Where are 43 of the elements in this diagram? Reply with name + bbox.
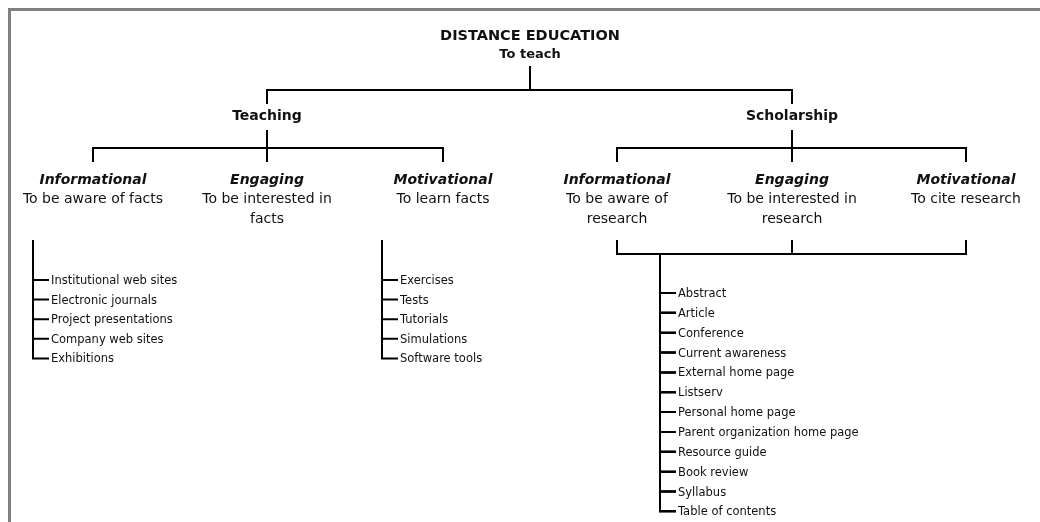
list-item: Parent organization home page <box>678 424 859 440</box>
list-item: Syllabus <box>678 484 727 500</box>
list-item: External home page <box>678 365 795 381</box>
list-item: Institutional web sites <box>51 273 178 288</box>
node-heading: DISTANCE EDUCATION <box>439 26 621 45</box>
category-heading: Motivational <box>392 170 494 189</box>
list-item: Tutorials <box>400 312 449 328</box>
node-description: To be aware of facts <box>21 189 165 209</box>
category-heading: Informational <box>38 170 148 189</box>
list-item: Resource guide <box>678 444 767 460</box>
list-item: Abstract <box>678 286 727 301</box>
connector-line <box>529 65 793 105</box>
node-heading: Scholarship <box>744 106 840 125</box>
list-item: Personal home page <box>678 405 796 421</box>
list-item: Exhibitions <box>51 351 115 367</box>
node-description: To be interested in research <box>726 189 858 229</box>
list-item: Tests <box>400 292 429 308</box>
connector-line <box>266 129 444 163</box>
node-description: To learn facts <box>395 189 491 209</box>
category-heading: Engaging <box>754 170 830 189</box>
node-heading: Teaching <box>231 106 303 125</box>
connector-line <box>791 129 967 163</box>
list-item: Company web sites <box>51 331 164 347</box>
list-item: Conference <box>678 325 744 341</box>
node-description: To teach <box>498 44 562 63</box>
list-item: Project presentations <box>51 312 173 328</box>
node-description: To cite research <box>910 189 1022 209</box>
category-heading: Motivational <box>915 170 1017 189</box>
list-item: Software tools <box>400 351 483 367</box>
list-item: Listserv <box>678 385 723 401</box>
list-item: Current awareness <box>678 345 787 361</box>
connector-line <box>32 239 50 360</box>
list-item: Simulations <box>400 331 468 347</box>
connector-line <box>381 239 399 360</box>
list-item: Article <box>678 305 715 321</box>
list-item: Table of contents <box>678 504 777 520</box>
list-item: Exercises <box>400 273 454 288</box>
list-item: Book review <box>678 464 749 480</box>
node-description: To be interested in facts <box>201 189 333 229</box>
node-description: To be aware of research <box>565 189 670 229</box>
category-heading: Informational <box>562 170 672 189</box>
category-heading: Engaging <box>229 170 305 189</box>
list-item: Electronic journals <box>51 292 157 308</box>
